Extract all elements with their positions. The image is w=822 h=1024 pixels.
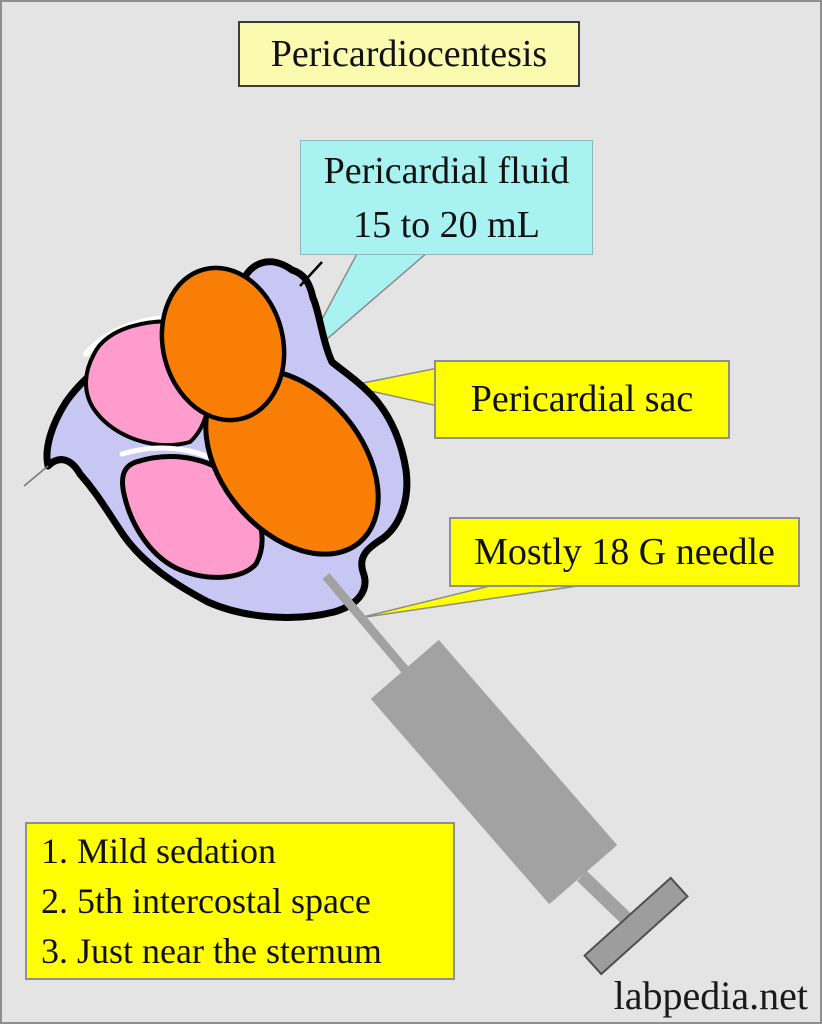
- fluid-callout-line2: 15 to 20 mL: [353, 203, 540, 246]
- needle-callout: Mostly 18 G needle: [449, 517, 800, 587]
- sac-top-spike-line: [299, 261, 323, 287]
- needle-callout-tail: [358, 582, 599, 619]
- procedure-note-item: 3. Just near the sternum: [41, 931, 382, 971]
- sac-callout-label: Pericardial sac: [470, 378, 694, 421]
- procedure-note-item: 1. Mild sedation: [41, 831, 276, 871]
- sac-callout: Pericardial sac: [434, 360, 730, 439]
- procedure-notes: 1. Mild sedation 2. 5th intercostal spac…: [25, 822, 455, 980]
- needle-callout-label: Mostly 18 G needle: [474, 530, 775, 573]
- sac-left-spike-line: [23, 465, 49, 487]
- heart-vessel-orange: [159, 265, 287, 423]
- syringe-barrel: [370, 639, 618, 905]
- title-box: Pericardiocentesis: [238, 21, 580, 87]
- watermark: labpedia.net: [613, 973, 808, 1018]
- fluid-callout: Pericardial fluid 15 to 20 mL: [300, 140, 593, 255]
- page-title: Pericardiocentesis: [270, 32, 548, 75]
- fluid-callout-line1: Pericardial fluid: [323, 149, 570, 192]
- syringe-illustration: [322, 573, 689, 976]
- plunger-handle: [583, 876, 689, 976]
- procedure-note-item: 2. 5th intercostal space: [41, 881, 371, 921]
